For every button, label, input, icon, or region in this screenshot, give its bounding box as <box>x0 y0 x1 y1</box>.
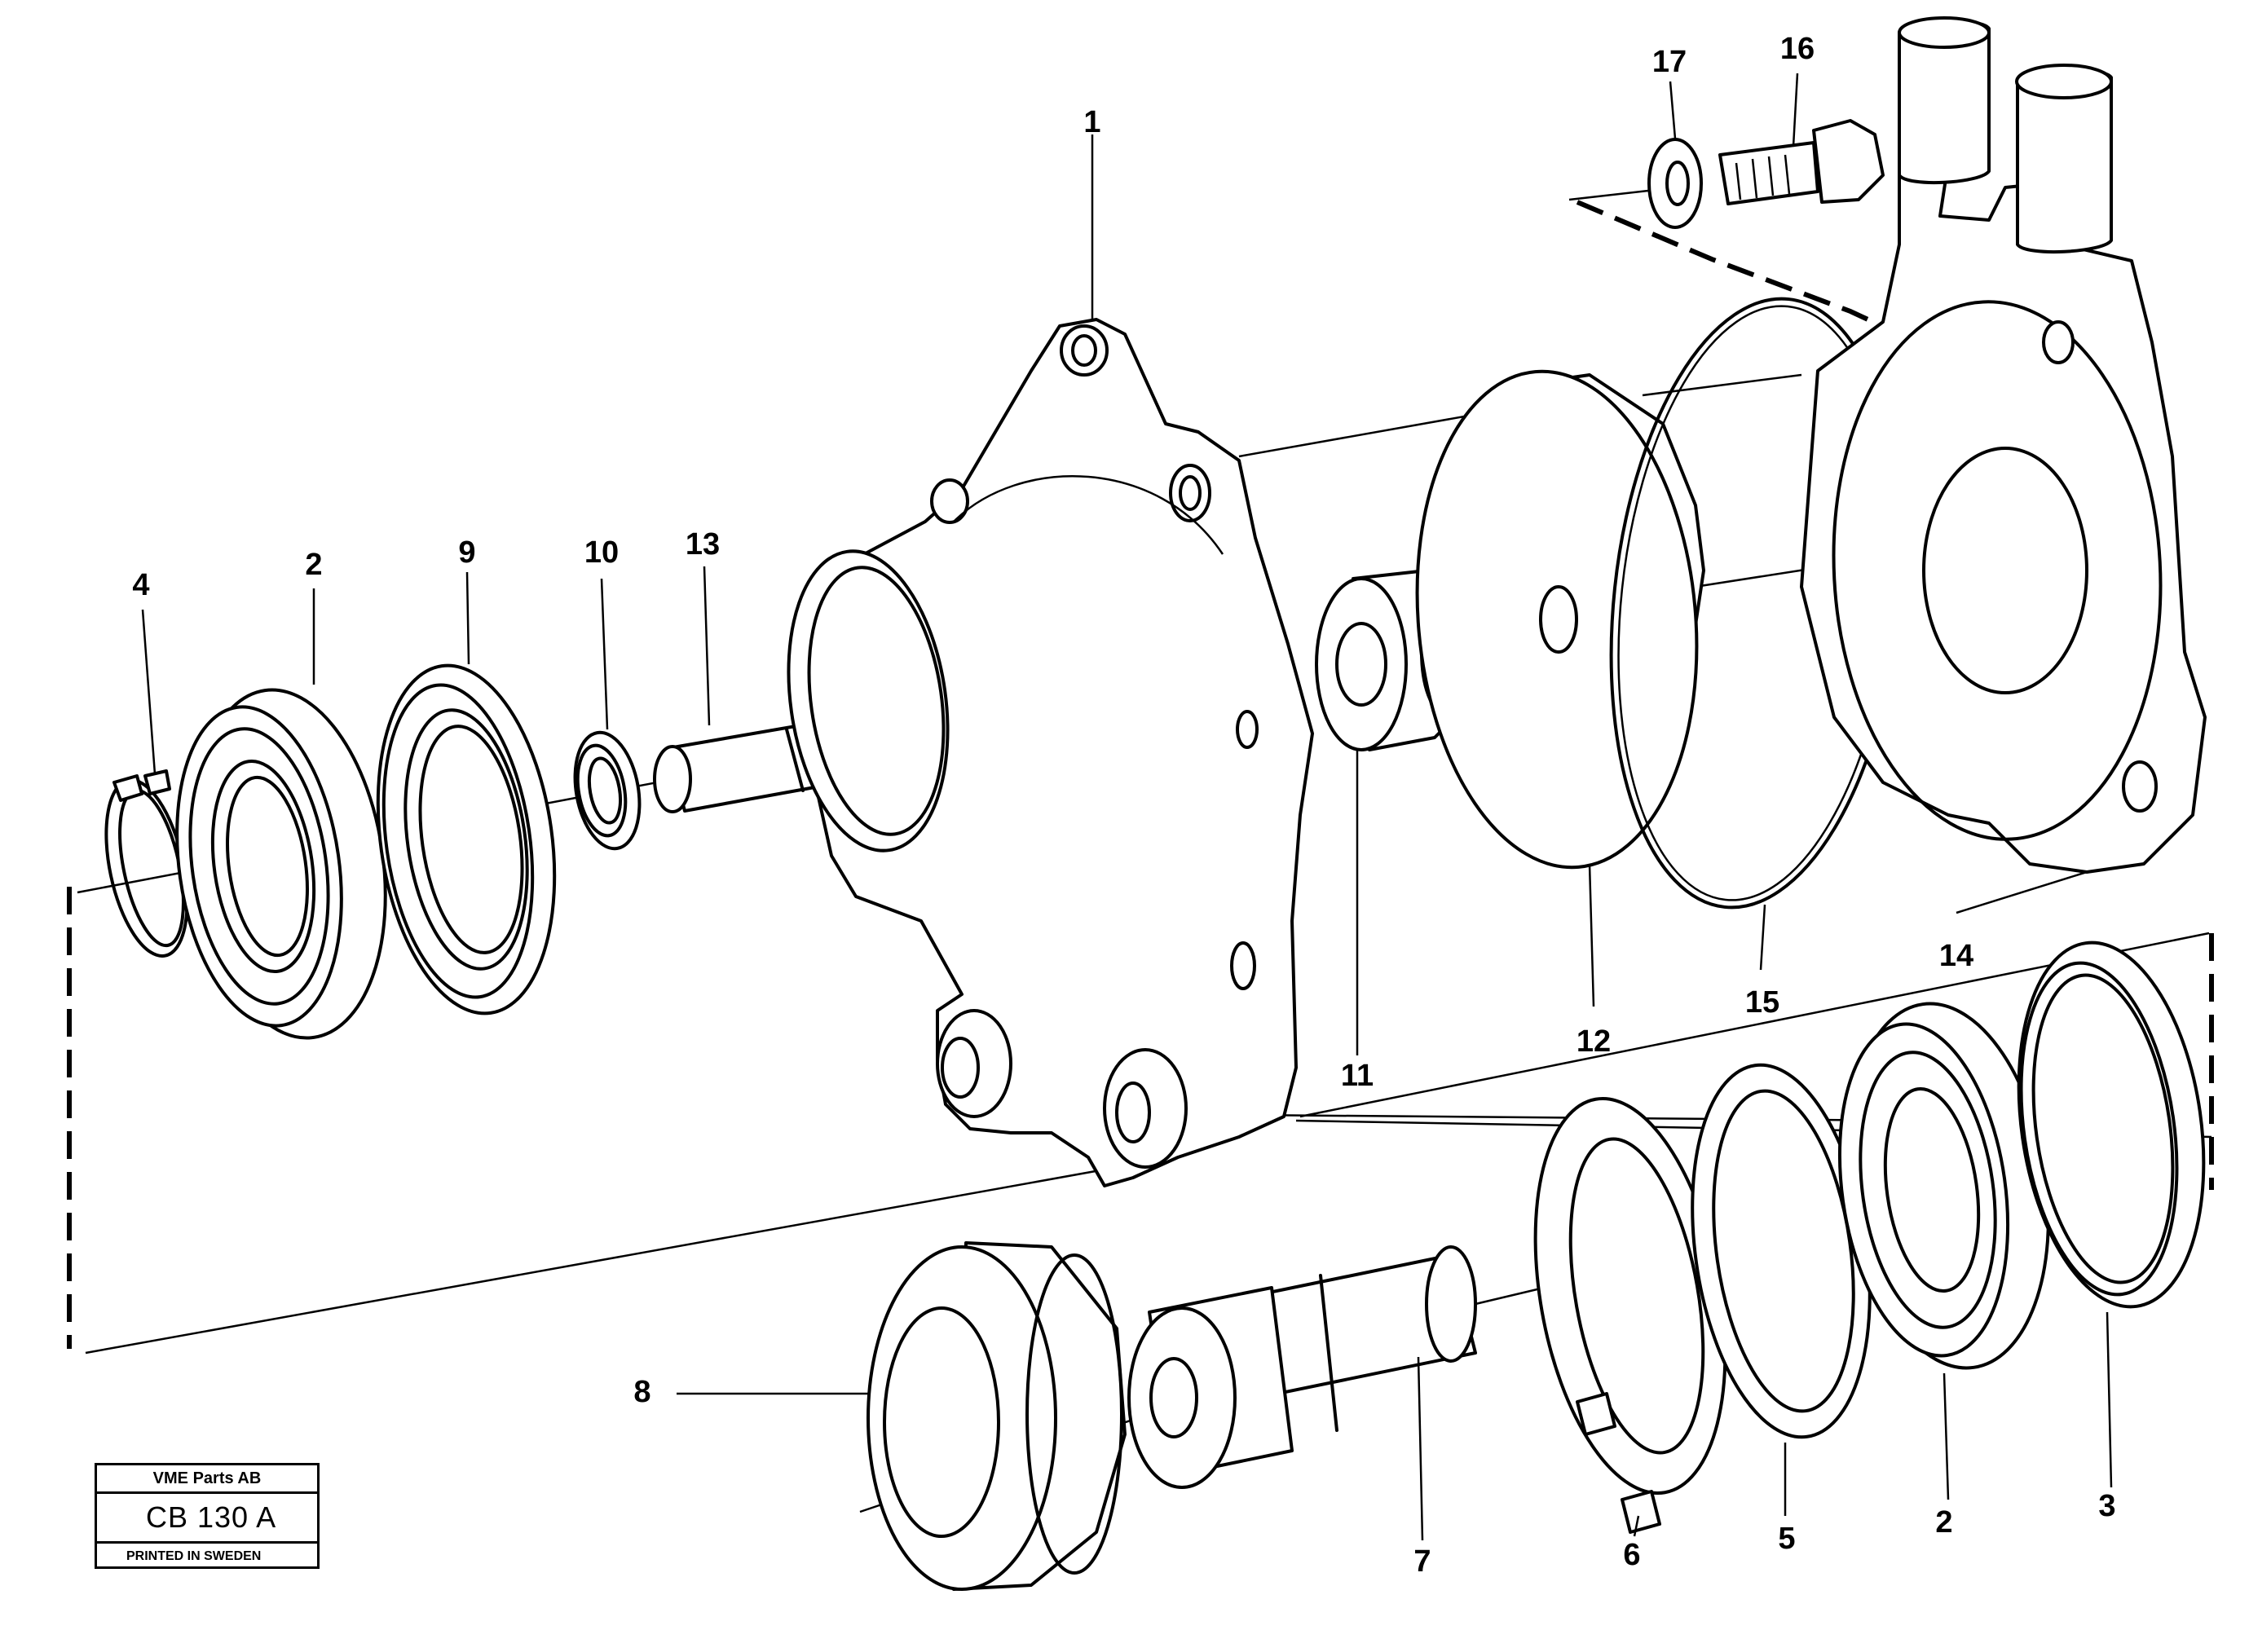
callout-8: 8 <box>633 1375 650 1409</box>
callout-5: 5 <box>1778 1522 1795 1556</box>
callout-13: 13 <box>686 527 720 562</box>
callout-6: 6 <box>1623 1538 1640 1572</box>
callout-7: 7 <box>1413 1544 1431 1579</box>
part-12-impeller <box>1415 369 1705 870</box>
part-2-bearing-right <box>1837 1002 2050 1370</box>
part-1-pump-housing <box>787 318 1314 1187</box>
part-7-hub <box>1127 1245 1477 1489</box>
part-10-ring <box>573 730 642 851</box>
callout-12: 12 <box>1577 1024 1611 1059</box>
title-block: VME Parts AB CB 130 A PRINTED IN SWEDEN <box>95 1463 320 1569</box>
callouts: 1 2 2 3 4 5 6 7 8 9 10 11 12 13 14 15 16… <box>132 32 2115 1579</box>
callout-2-left: 2 <box>305 548 322 582</box>
part-16-bolt <box>1718 119 1885 205</box>
part-2-bearing-left <box>175 688 387 1040</box>
part-3-sleeve-ring <box>2017 941 2206 1309</box>
callout-9: 9 <box>458 535 475 570</box>
part-8-pulley <box>867 1241 1127 1591</box>
title-block-printed-note: PRINTED IN SWEDEN <box>126 1549 262 1563</box>
part-17-washer <box>1647 138 1703 229</box>
callout-3: 3 <box>2098 1489 2115 1523</box>
callout-17: 17 <box>1652 45 1687 79</box>
callout-11: 11 <box>1341 1059 1374 1093</box>
callout-1: 1 <box>1083 105 1100 139</box>
title-block-drawing-code: CB 130 A <box>97 1494 317 1544</box>
part-9-seal <box>376 663 557 1015</box>
callout-16: 16 <box>1780 32 1815 66</box>
assembly-dash-lines <box>67 187 2214 1349</box>
callout-14: 14 <box>1939 939 1973 973</box>
callout-15: 15 <box>1745 985 1779 1020</box>
callout-10: 10 <box>584 535 619 570</box>
part-14-pump-cover <box>1800 16 2207 874</box>
title-block-company: VME Parts AB <box>97 1465 317 1494</box>
callout-4: 4 <box>132 568 149 602</box>
callout-2-right: 2 <box>1935 1505 1952 1540</box>
part-6-lock-washer <box>1533 1096 1727 1534</box>
leader-lines <box>141 73 2113 1541</box>
